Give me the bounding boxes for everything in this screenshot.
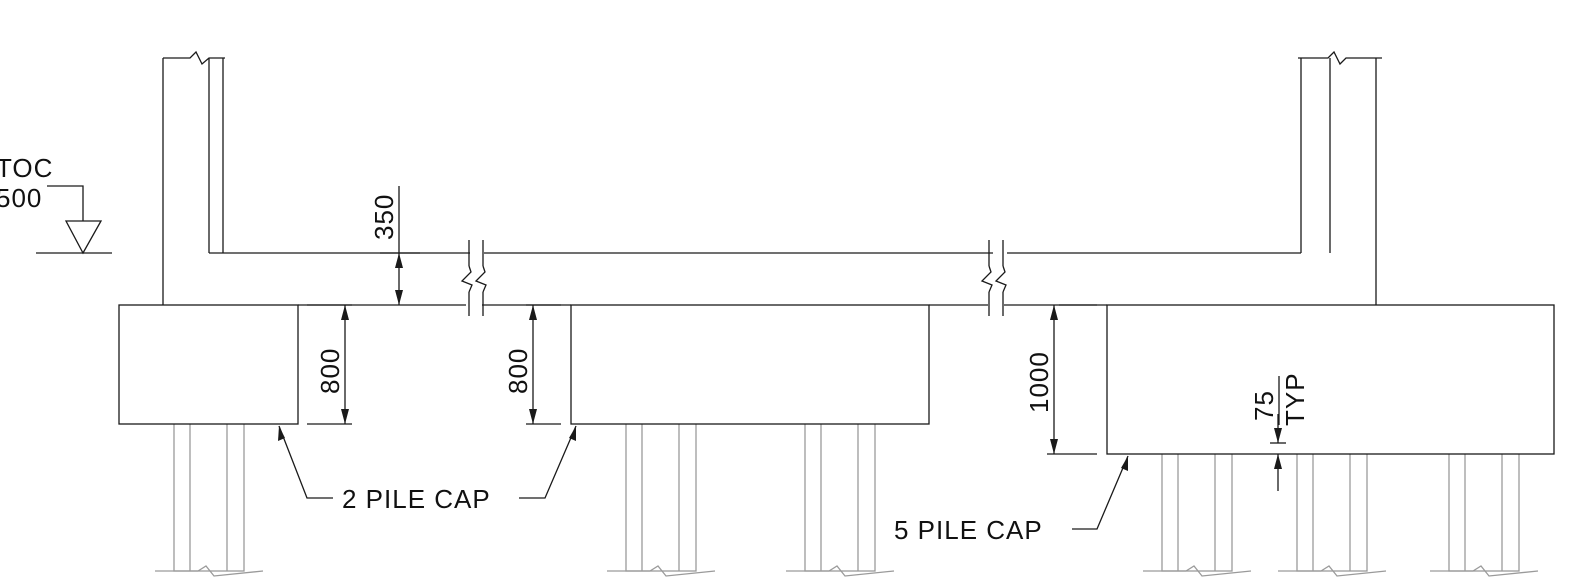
dim-slab-thickness-label: 350 bbox=[369, 194, 399, 240]
pile-4 bbox=[1143, 442, 1252, 577]
level-marker: TOC 500 bbox=[0, 153, 112, 255]
dim-cap-depth-middle: 800 bbox=[503, 304, 561, 425]
pile-5 bbox=[1278, 442, 1387, 577]
pile-2 bbox=[607, 412, 716, 577]
dim-cap-depth-left-label: 800 bbox=[315, 348, 345, 394]
pile-3 bbox=[786, 412, 895, 577]
level-marker-line2: 500 bbox=[0, 183, 42, 213]
dim-cap-depth-middle-label: 800 bbox=[503, 348, 533, 394]
pile-6 bbox=[1430, 442, 1539, 577]
two-pile-cap-left bbox=[118, 304, 299, 425]
dim-pile-embedment-label: 75 bbox=[1249, 390, 1279, 421]
dim-slab-thickness: 350 bbox=[369, 186, 420, 305]
break-mark-right bbox=[980, 240, 1007, 316]
pile-1 bbox=[155, 412, 264, 577]
right-wall bbox=[1298, 50, 1382, 305]
level-triangle-icon bbox=[64, 220, 103, 255]
dim-cap-depth-five-pile: 1000 bbox=[1024, 304, 1097, 455]
dim-cap-depth-left: 800 bbox=[307, 304, 352, 425]
leader-five-pile-cap: 5 PILE CAP bbox=[894, 455, 1129, 545]
slab bbox=[209, 252, 1301, 306]
break-mark-left bbox=[460, 240, 487, 316]
five-pile-cap-label: 5 PILE CAP bbox=[894, 515, 1043, 545]
dim-cap-depth-five-pile-label: 1000 bbox=[1024, 351, 1054, 413]
two-pile-cap-middle bbox=[570, 304, 930, 425]
dim-pile-embedment: 75 TYP bbox=[1249, 372, 1310, 491]
left-wall bbox=[162, 50, 225, 305]
dim-pile-embedment-note: TYP bbox=[1280, 372, 1310, 426]
two-pile-cap-label: 2 PILE CAP bbox=[342, 484, 491, 514]
five-pile-cap bbox=[1106, 304, 1555, 455]
level-marker-line1: TOC bbox=[0, 153, 53, 183]
leader-two-pile-cap: 2 PILE CAP bbox=[278, 425, 577, 514]
